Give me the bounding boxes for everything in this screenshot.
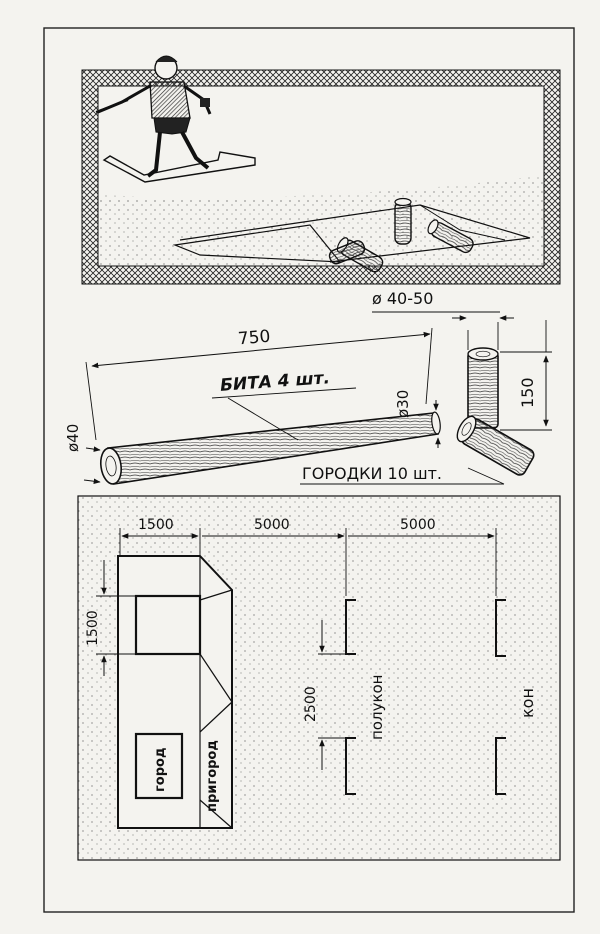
polukon-label: полукон <box>368 674 386 741</box>
outer-frame <box>43 27 575 913</box>
polukon-distance-dimension: 5000 <box>254 517 290 533</box>
gorodki-drawing <box>300 311 552 485</box>
player-scene <box>81 55 561 285</box>
bat-large-diameter-label: ø40 <box>64 423 82 452</box>
gorodki-label: ГОРОДКИ 10 шт. <box>302 464 442 483</box>
kon-label: кон <box>518 688 537 718</box>
bat-length-label: 750 <box>237 326 272 350</box>
kon-distance-dimension: 5000 <box>400 517 436 533</box>
city-depth-dimension: 1500 <box>85 610 101 646</box>
gap-dimension: 2500 <box>303 686 319 722</box>
scene-pins <box>328 197 474 273</box>
gorod-label: город <box>153 747 168 792</box>
bat-drawing <box>83 327 441 485</box>
gorodok-length-label: 150 <box>518 377 537 408</box>
city-width-dimension: 1500 <box>138 517 174 533</box>
bat-small-diameter-label: ø30 <box>394 389 412 418</box>
court-plan <box>77 495 561 861</box>
gorodok-diameter-label: ø 40-50 <box>372 289 434 308</box>
prigorod-label: пригород <box>205 740 220 812</box>
